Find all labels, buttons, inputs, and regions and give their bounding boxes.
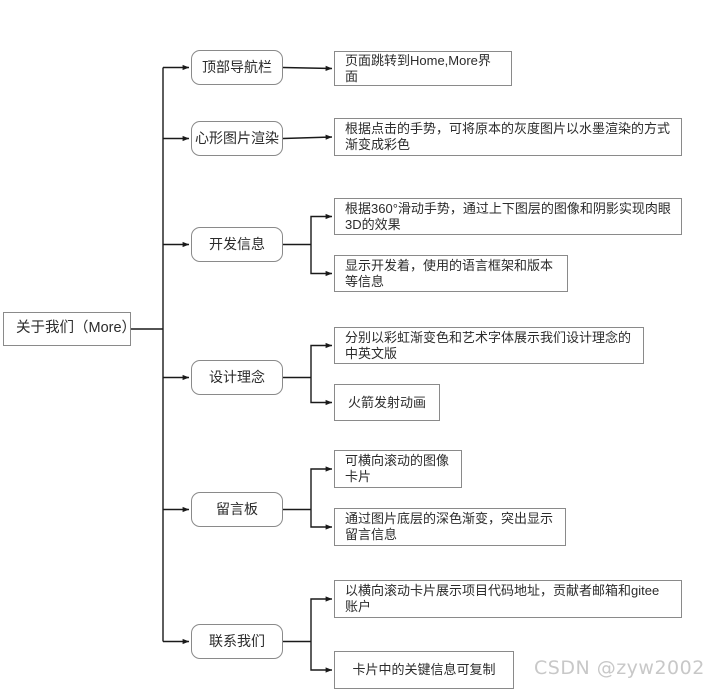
node-heart-render-1[interactable]: 根据点击的手势，可将原本的灰度图片以水墨渲染的方式渐变成彩色 [334, 118, 682, 156]
node-design-idea-label: 设计理念 [209, 369, 265, 386]
node-heart-render-1-label: 根据点击的手势，可将原本的灰度图片以水墨渲染的方式渐变成彩色 [345, 121, 671, 152]
node-heart-render-label: 心形图片渲染 [195, 130, 279, 147]
node-message-board-1[interactable]: 可横向滚动的图像卡片 [334, 450, 462, 488]
node-root[interactable]: 关于我们（More） [3, 312, 137, 346]
node-contact-us-2[interactable]: 卡片中的关键信息可复制 [334, 651, 514, 689]
node-contact-us-1[interactable]: 以横向滚动卡片展示项目代码地址，贡献者邮箱和gitee账户 [334, 580, 682, 618]
node-top-nav-1-label: 页面跳转到Home,More界面 [345, 52, 491, 84]
node-top-nav[interactable]: 顶部导航栏 [191, 50, 283, 85]
node-design-idea-1[interactable]: 分别以彩虹渐变色和艺术字体展示我们设计理念的中英文版 [334, 327, 644, 364]
node-design-idea[interactable]: 设计理念 [191, 360, 283, 395]
node-message-board-1-label: 可横向滚动的图像卡片 [345, 453, 450, 484]
csdn-watermark: CSDN @zyw2002 [534, 657, 704, 679]
node-dev-info-1-label: 根据360°滑动手势，通过上下图层的图像和阴影实现肉眼3D的效果 [345, 200, 671, 232]
node-root-label: 关于我们（More） [16, 320, 137, 337]
node-contact-us-label: 联系我们 [209, 633, 265, 650]
node-message-board-label: 留言板 [216, 501, 258, 518]
node-message-board-2[interactable]: 通过图片底层的深色渐变，突出显示留言信息 [334, 508, 566, 546]
node-top-nav-label: 顶部导航栏 [202, 59, 272, 76]
node-dev-info-2[interactable]: 显示开发着，使用的语言框架和版本等信息 [334, 255, 568, 292]
node-contact-us-1-label: 以横向滚动卡片展示项目代码地址，贡献者邮箱和gitee账户 [345, 583, 660, 614]
node-message-board[interactable]: 留言板 [191, 492, 283, 527]
node-dev-info-label: 开发信息 [209, 236, 265, 253]
node-contact-us[interactable]: 联系我们 [191, 624, 283, 659]
node-top-nav-1[interactable]: 页面跳转到Home,More界面 [334, 51, 512, 86]
node-message-board-2-label: 通过图片底层的深色渐变，突出显示留言信息 [345, 511, 554, 542]
node-design-idea-2[interactable]: 火箭发射动画 [334, 384, 440, 421]
node-dev-info[interactable]: 开发信息 [191, 227, 283, 262]
node-dev-info-2-label: 显示开发着，使用的语言框架和版本等信息 [345, 257, 554, 289]
node-design-idea-1-label: 分别以彩虹渐变色和艺术字体展示我们设计理念的中英文版 [345, 329, 632, 361]
node-dev-info-1[interactable]: 根据360°滑动手势，通过上下图层的图像和阴影实现肉眼3D的效果 [334, 198, 682, 235]
node-heart-render[interactable]: 心形图片渲染 [191, 121, 283, 156]
node-contact-us-2-label: 卡片中的关键信息可复制 [352, 662, 496, 678]
node-design-idea-2-label: 火箭发射动画 [347, 394, 426, 410]
